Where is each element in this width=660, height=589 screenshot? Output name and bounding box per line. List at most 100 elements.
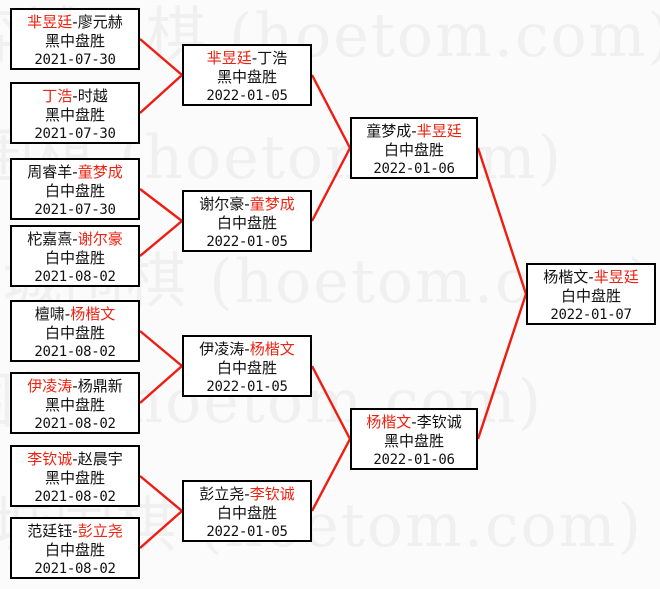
match-box[interactable]: 杨楷文-芈昱廷白中盘胜 2022-01-07: [526, 263, 656, 325]
match-date: 2021-07-30: [34, 52, 116, 68]
player-right-name: 杨楷文: [70, 305, 116, 323]
match-date: 2021-08-02: [34, 269, 116, 285]
match-players: 童梦成-芈昱廷: [352, 122, 476, 141]
player-right-name: 赵晨宇: [77, 450, 123, 468]
player-right-name: 彭立尧: [77, 522, 123, 540]
player-separator: -: [251, 49, 258, 67]
match-box[interactable]: 柁嘉熹-谢尔豪白中盘胜 2021-08-02: [10, 225, 140, 287]
match-date: 2022-01-05: [206, 524, 288, 540]
match-date: 2021-08-02: [34, 489, 116, 505]
player-left-name: 童梦成: [366, 122, 412, 140]
player-separator: -: [72, 377, 78, 395]
match-result: 黑中盘胜: [44, 396, 105, 414]
match-date: 2022-01-06: [373, 161, 455, 177]
connector-line: [139, 365, 183, 404]
player-right-name: 丁浩: [257, 49, 288, 67]
player-separator: -: [411, 413, 417, 431]
player-left-name: 彭立尧: [199, 485, 245, 503]
match-result: 黑中盘胜: [383, 432, 444, 450]
match-players: 丁浩-时越: [12, 87, 138, 106]
connector-line: [310, 365, 352, 440]
player-left-name: 周睿羊: [27, 163, 73, 181]
player-left-name: 芈昱廷: [27, 13, 73, 31]
match-players: 周睿羊-童梦成: [12, 163, 138, 182]
connector-line: [139, 510, 183, 549]
match-result: 白中盘胜: [44, 182, 105, 200]
connector-line: [310, 438, 352, 512]
match-date: 2021-08-02: [34, 416, 116, 432]
player-right-name: 李钦诚: [249, 485, 295, 503]
match-players: 李钦诚-赵晨宇: [12, 450, 138, 469]
match-result: 白中盘胜: [216, 504, 277, 522]
match-players: 柁嘉熹-谢尔豪: [12, 230, 138, 249]
player-right-name: 杨鼎新: [77, 377, 123, 395]
player-left-name: 谢尔豪: [199, 195, 245, 213]
player-separator: -: [72, 450, 78, 468]
player-right-name: 童梦成: [249, 195, 295, 213]
player-right-name: 谢尔豪: [77, 230, 123, 248]
match-result: 白中盘胜: [44, 541, 105, 559]
match-players: 谢尔豪-童梦成: [184, 195, 310, 214]
match-players: 芈昱廷-丁浩: [184, 49, 310, 68]
match-box[interactable]: 芈昱廷-丁浩黑中盘胜 2022-01-05: [182, 44, 312, 106]
player-left-name: 芈昱廷: [206, 49, 252, 67]
connector-line: [139, 188, 183, 222]
match-date: 2021-08-02: [34, 561, 116, 577]
connector-line: [476, 147, 528, 295]
match-result: 白中盘胜: [216, 214, 277, 232]
player-separator: -: [72, 13, 78, 31]
match-date: 2022-01-05: [206, 379, 288, 395]
match-result: 黑中盘胜: [44, 106, 105, 124]
match-date: 2022-01-07: [550, 307, 632, 323]
match-players: 伊凌涛-杨楷文: [184, 340, 310, 359]
match-players: 伊凌涛-杨鼎新: [12, 377, 138, 396]
match-box[interactable]: 范廷钰-彭立尧白中盘胜 2021-08-02: [10, 517, 140, 579]
player-separator: -: [64, 305, 71, 323]
match-players: 杨楷文-李钦诚: [352, 413, 476, 432]
connector-line: [139, 475, 183, 512]
match-result: 白中盘胜: [560, 287, 621, 305]
connector-line: [139, 74, 183, 114]
player-left-name: 伊凌涛: [27, 377, 73, 395]
match-players: 范廷钰-彭立尧: [12, 522, 138, 541]
player-right-name: 时越: [77, 87, 108, 105]
connector-line: [310, 147, 352, 222]
match-players: 芈昱廷-廖元赫: [12, 13, 138, 32]
player-left-name: 杨楷文: [543, 268, 589, 286]
match-result: 黑中盘胜: [216, 68, 277, 86]
match-box[interactable]: 彭立尧-李钦诚白中盘胜 2022-01-05: [182, 480, 312, 542]
connector-line: [139, 330, 183, 367]
connector-line: [139, 38, 183, 76]
match-date: 2021-07-30: [34, 202, 116, 218]
player-left-name: 柁嘉熹: [27, 230, 73, 248]
player-right-name: 芈昱廷: [593, 268, 639, 286]
player-left-name: 李钦诚: [27, 450, 73, 468]
match-date: 2022-01-05: [206, 234, 288, 250]
player-separator: -: [72, 230, 78, 248]
player-right-name: 童梦成: [77, 163, 123, 181]
player-separator: -: [244, 485, 250, 503]
player-left-name: 檀啸: [34, 305, 65, 323]
match-box[interactable]: 伊凌涛-杨鼎新黑中盘胜 2021-08-02: [10, 372, 140, 434]
player-separator: -: [72, 522, 78, 540]
match-result: 白中盘胜: [216, 359, 277, 377]
player-separator: -: [588, 268, 594, 286]
match-box[interactable]: 谢尔豪-童梦成白中盘胜 2022-01-05: [182, 190, 312, 252]
match-box[interactable]: 周睿羊-童梦成白中盘胜 2021-07-30: [10, 158, 140, 220]
match-date: 2022-01-05: [206, 88, 288, 104]
match-players: 杨楷文-芈昱廷: [528, 268, 654, 287]
match-result: 白中盘胜: [44, 249, 105, 267]
player-separator: -: [244, 195, 250, 213]
match-box[interactable]: 伊凌涛-杨楷文白中盘胜 2022-01-05: [182, 335, 312, 397]
player-separator: -: [244, 340, 250, 358]
connector-line: [476, 293, 528, 440]
player-separator: -: [72, 87, 78, 105]
